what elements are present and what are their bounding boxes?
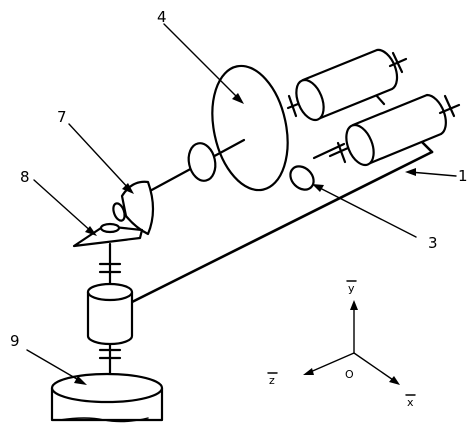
gripper-cone — [72, 222, 144, 248]
lower-motor-cylinder — [328, 93, 461, 167]
middle-cylinder — [86, 282, 134, 346]
wrist-joint — [112, 180, 155, 236]
coordinate-axes — [303, 300, 400, 385]
leader-lines — [26, 23, 457, 385]
label-part-4: 4 — [157, 8, 167, 26]
label-part-9: 9 — [10, 332, 20, 350]
drive-shaft — [146, 138, 246, 194]
label-part-7: 7 — [57, 108, 67, 126]
svg-text:x: x — [407, 396, 414, 409]
axis-z-label: z — [267, 372, 278, 387]
large-gear-disk — [211, 64, 289, 192]
axis-x-label: x — [405, 394, 416, 409]
base-platform — [50, 372, 164, 423]
axis-y-label: y — [346, 280, 357, 295]
svg-text:y: y — [348, 282, 355, 295]
vertical-shaft — [98, 242, 122, 386]
svg-text:z: z — [269, 374, 275, 387]
small-gear-ring — [289, 165, 315, 191]
label-part-8: 8 — [20, 168, 30, 186]
axis-origin-label: O — [345, 368, 354, 381]
label-part-1: 1 — [458, 167, 467, 185]
upper-motor-cylinder — [286, 48, 408, 122]
label-part-3: 3 — [428, 234, 438, 252]
